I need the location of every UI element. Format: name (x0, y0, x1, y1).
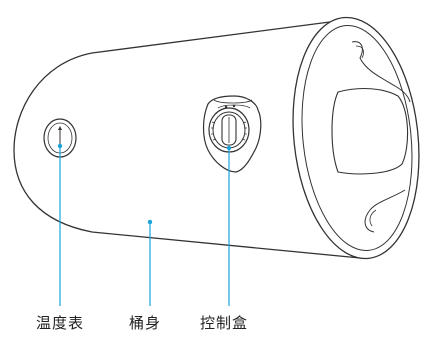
end-cap-strip-bottom-inner (369, 209, 377, 227)
callout-label-control-box: 控制盒 (200, 314, 249, 332)
end-cap-inner (301, 24, 413, 252)
end-cap-strip-top-inner (355, 45, 364, 59)
callout-label-thermometer: 温度表 (36, 314, 85, 332)
control-knob-icon (202, 95, 262, 173)
end-cap-strip-bottom (364, 189, 406, 233)
callout-lines (57, 143, 232, 306)
end-cap-panel (331, 87, 409, 175)
end-cap-strip-top (351, 41, 411, 103)
callout-label-tank-body: 桶身 (129, 314, 162, 332)
